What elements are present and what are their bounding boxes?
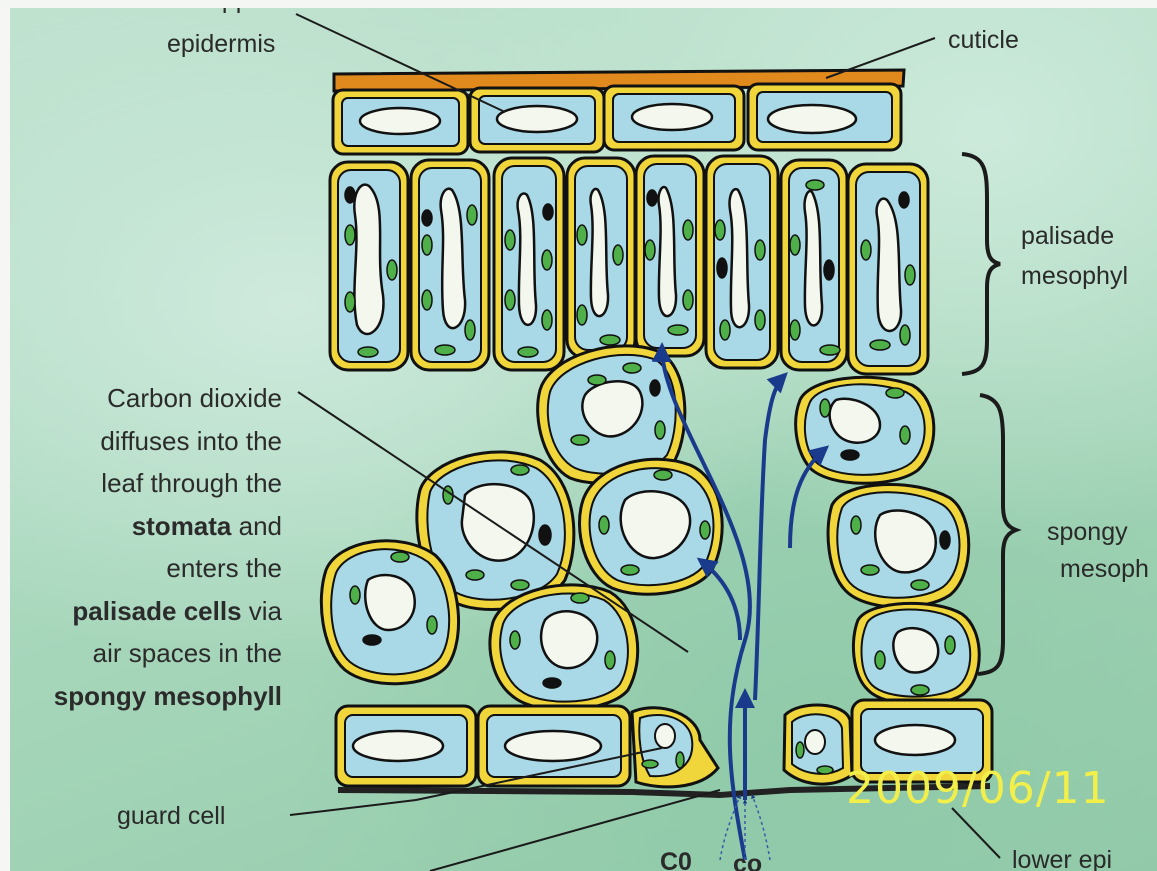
palisade-cells bbox=[330, 156, 928, 374]
palisade-label-line1: palisade bbox=[1021, 222, 1114, 250]
camera-date-stamp: 2009/06/11 bbox=[846, 764, 1110, 814]
caption-line: leaf through the bbox=[0, 462, 282, 505]
spongy-label-line1: spongy bbox=[1047, 518, 1128, 546]
caption-line: spongy mesophyll bbox=[0, 675, 282, 718]
lower-epidermis-label: lower epi bbox=[1012, 846, 1112, 871]
caption-line: diffuses into the bbox=[0, 420, 282, 463]
co2-label-a: C0 bbox=[660, 848, 692, 871]
spongy-label-line2: mesoph bbox=[1060, 555, 1149, 583]
caption-bold-term: spongy mesophyll bbox=[54, 681, 282, 711]
upper-epidermis-label-top: upper bbox=[208, 0, 272, 14]
cuticle-label: cuticle bbox=[948, 26, 1019, 54]
caption-text: via bbox=[242, 596, 282, 626]
palisade-label-line2: mesophyl bbox=[1021, 262, 1128, 290]
upper-epidermis-label: epidermis bbox=[167, 30, 275, 58]
caption-line: enters the bbox=[0, 547, 282, 590]
caption-line: air spaces in the bbox=[0, 632, 282, 675]
caption-line: stomata and bbox=[0, 505, 282, 548]
caption-line: palisade cells via bbox=[0, 590, 282, 633]
caption-text: and bbox=[231, 511, 282, 541]
upper-epidermis-cells bbox=[333, 84, 901, 154]
caption-paragraph: Carbon dioxide diffuses into the leaf th… bbox=[0, 377, 282, 717]
co2-label-b: co bbox=[733, 850, 762, 871]
guard-cell-label: guard cell bbox=[117, 802, 225, 830]
caption-bold-term: palisade cells bbox=[72, 596, 241, 626]
region-brackets bbox=[962, 154, 1016, 674]
caption-bold-term: stomata bbox=[132, 511, 232, 541]
caption-line: Carbon dioxide bbox=[0, 377, 282, 420]
